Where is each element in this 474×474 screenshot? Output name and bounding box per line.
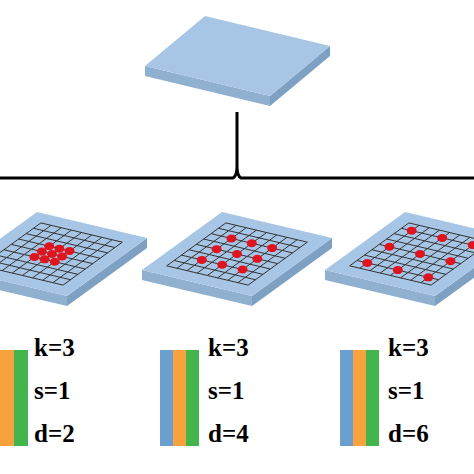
conv-parameter: s=1 [34,377,70,405]
dilated-conv-map [142,212,332,306]
dilated-conv-map [0,212,147,306]
conv-parameter: s=1 [208,377,244,405]
conv-parameter: k=3 [388,334,429,362]
conv-parameter: d=6 [388,420,429,448]
branch-bracket [0,112,474,178]
conv-parameter: k=3 [34,334,75,362]
input-feature-map [145,16,330,106]
dilated-conv-map [325,212,474,306]
conv-parameter: k=3 [208,334,249,362]
conv-parameter: d=2 [34,420,75,448]
conv-parameter: d=4 [208,420,249,448]
conv-parameter: s=1 [388,377,424,405]
